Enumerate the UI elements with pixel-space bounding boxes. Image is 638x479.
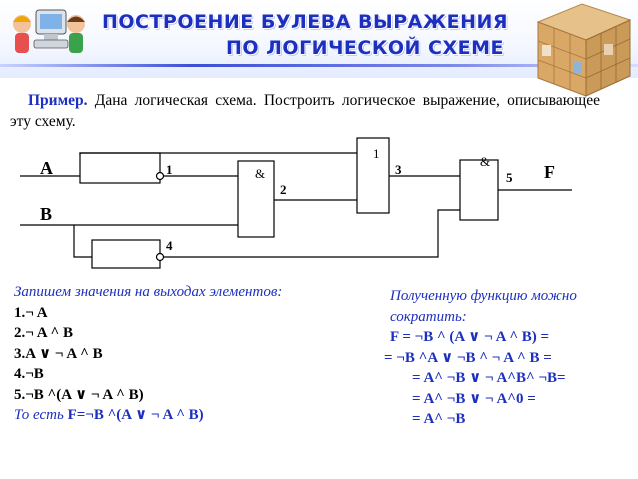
node-label-3: 3 bbox=[395, 162, 402, 177]
node-label-1: 1 bbox=[166, 162, 173, 177]
conclusion: То есть F=¬B ^(A ∨ ¬ A ^ B) bbox=[14, 405, 354, 426]
output-line-4: 4.¬B bbox=[14, 366, 44, 382]
node-label-4: 4 bbox=[166, 238, 173, 253]
title-line-1: ПОСТРОЕНИЕ БУЛЕВА ВЫРАЖЕНИЯ bbox=[101, 11, 509, 33]
simplify-line-3: = A^ ¬B ∨ ¬ A^B^ ¬B= bbox=[412, 370, 566, 386]
conclusion-prefix: То есть bbox=[14, 407, 68, 423]
output-label-f: F bbox=[544, 162, 555, 182]
input-label-a: A bbox=[40, 158, 53, 178]
photo-cube-decoration bbox=[536, 3, 632, 97]
simplify-line-2: = ¬B ^A ∨ ¬B ^ ¬ A ^ B = bbox=[384, 349, 552, 366]
not-gate-a bbox=[79, 152, 161, 184]
output-line-2: 2.¬ A ^ B bbox=[14, 325, 73, 341]
wire-b-branch bbox=[73, 225, 92, 258]
and-gate-2-symbol: & bbox=[255, 166, 265, 181]
and-gate-5-symbol: & bbox=[480, 154, 490, 169]
example-text: Дана логическая схема. Построить логичес… bbox=[10, 92, 600, 130]
simplify-intro-1: Полученную функцию можно bbox=[390, 288, 577, 304]
example-lead: Пример. bbox=[28, 92, 88, 109]
node-label-2: 2 bbox=[280, 182, 287, 197]
not-bubble-a bbox=[155, 171, 165, 181]
wire-not-b-out bbox=[163, 209, 460, 258]
outputs-intro: Запишем значения на выходах элементов: bbox=[14, 284, 283, 300]
conclusion-formula: F=¬B ^(A ∨ ¬ A ^ B) bbox=[67, 407, 204, 423]
example-statement: Пример. Дана логическая схема. Построить… bbox=[10, 90, 600, 132]
output-line-3: 3.A ∨ ¬ A ^ B bbox=[14, 345, 103, 362]
not-gate-b bbox=[91, 239, 161, 269]
output-line-1: 1.¬ A bbox=[14, 304, 48, 321]
simplify-line-1: F = ¬B ^ (A ∨ ¬ A ^ B) = bbox=[390, 329, 550, 345]
simplify-intro-2: сократить: bbox=[390, 308, 467, 325]
and-gate-2 bbox=[237, 160, 275, 238]
not-bubble-b bbox=[155, 252, 165, 262]
kids-computer-illustration bbox=[13, 9, 85, 53]
output-line-5: 5.¬B ^(A ∨ ¬ A ^ B) bbox=[14, 386, 144, 403]
title-line-2: ПО ЛОГИЧЕСКОЙ СХЕМЕ bbox=[225, 37, 505, 59]
wire-a-to-or bbox=[79, 152, 357, 155]
logic-circuit: A B F 1 & & 1 2 3 4 5 bbox=[20, 137, 572, 269]
simplify-line-5: = A^ ¬B bbox=[412, 411, 466, 427]
or-gate-symbol: 1 bbox=[373, 146, 380, 161]
header-divider bbox=[0, 64, 638, 67]
element-outputs: Запишем значения на выходах элементов: 1… bbox=[14, 282, 354, 426]
simplification: Полученную функцию можно сократить: F = … bbox=[384, 286, 635, 430]
and-gate-5 bbox=[459, 159, 499, 221]
node-label-5: 5 bbox=[506, 170, 513, 185]
simplify-line-4: = A^ ¬B ∨ ¬ A^0 = bbox=[412, 390, 536, 407]
input-label-b: B bbox=[40, 204, 52, 224]
or-gate-3 bbox=[356, 137, 390, 214]
